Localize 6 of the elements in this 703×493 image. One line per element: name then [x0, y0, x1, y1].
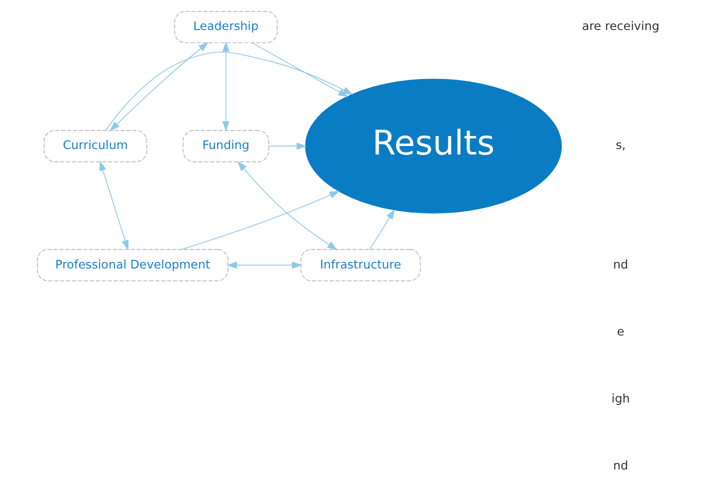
label: igh	[612, 392, 630, 406]
label: s,	[616, 138, 626, 152]
label: nd	[613, 458, 628, 472]
label: are receiving	[582, 19, 660, 34]
label: e	[617, 324, 624, 339]
label: nd	[613, 257, 628, 272]
